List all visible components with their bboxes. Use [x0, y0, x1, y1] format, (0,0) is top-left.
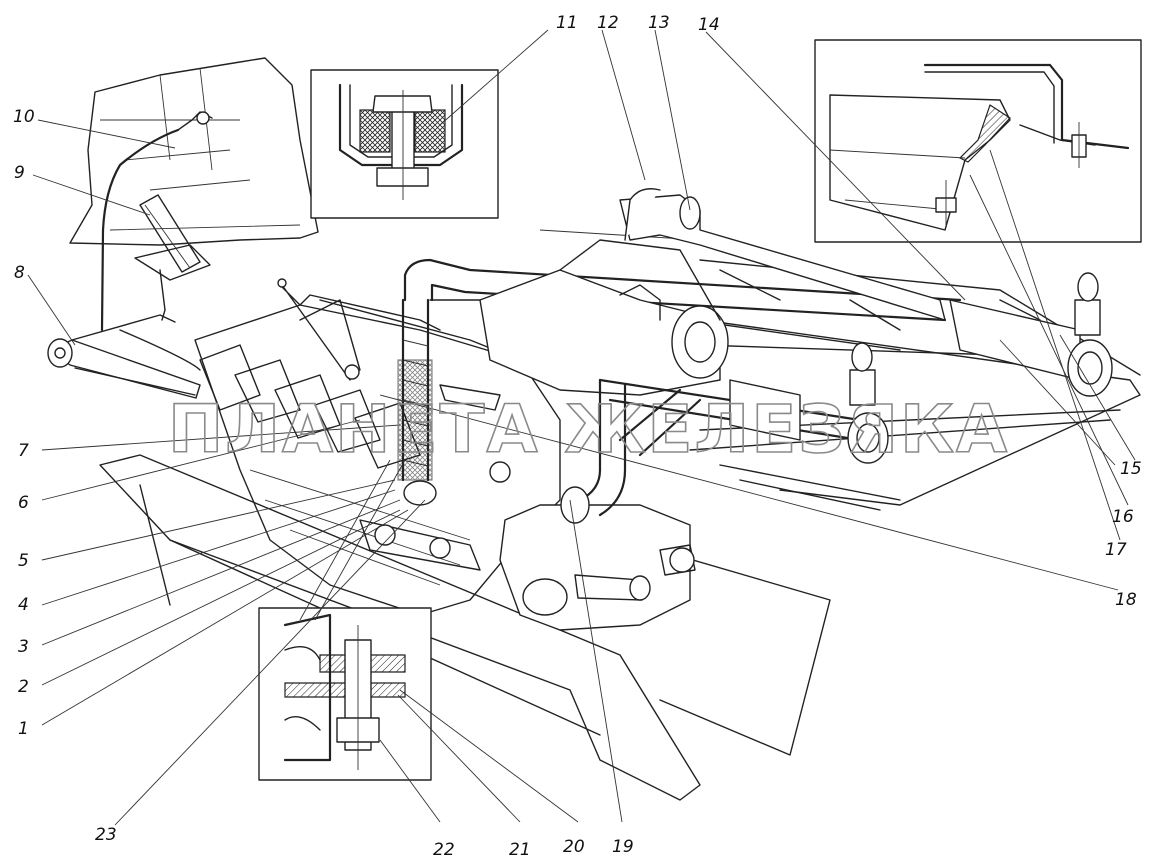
callout-6: 6 [18, 493, 29, 513]
callout-12: 12 [597, 13, 619, 33]
callout-19: 19 [612, 837, 634, 857]
callout-10: 10 [13, 107, 35, 127]
throttle-lever-rod [47, 314, 201, 399]
callout-23: 23 [95, 825, 117, 845]
callout-14: 14 [698, 15, 720, 35]
callout-13: 13 [648, 13, 670, 33]
leader-lines [27, 29, 1136, 826]
callout-4: 4 [18, 595, 29, 615]
callout-9: 9 [14, 163, 25, 183]
gearbox [499, 504, 696, 631]
callout-11: 11 [556, 13, 578, 33]
cab-floor-panel [69, 57, 319, 246]
callout-1: 1 [18, 719, 29, 739]
callout-3: 3 [18, 637, 29, 657]
detail-inset-bolt-joint [258, 607, 432, 781]
watermark-text: ПЛАНЕТА ЖЕЛЕЗЯКА [168, 391, 1009, 468]
callout-15: 15 [1120, 459, 1142, 479]
callout-20: 20 [563, 837, 585, 857]
callout-7: 7 [18, 441, 29, 461]
callout-labels: 11 12 13 14 10 9 8 7 6 5 4 3 2 1 23 15 1… [13, 13, 1142, 860]
callout-17: 17 [1105, 540, 1127, 560]
accelerator-pedal-assembly [100, 111, 213, 371]
engine-block [194, 278, 561, 616]
detail-inset-bracket [814, 39, 1142, 243]
exhaust-piping [397, 188, 1113, 524]
callout-5: 5 [18, 551, 29, 571]
callout-21: 21 [509, 840, 531, 860]
detail-inset-bushing [310, 69, 499, 219]
callout-2: 2 [18, 677, 29, 697]
callout-18: 18 [1115, 590, 1137, 610]
callout-8: 8 [14, 263, 25, 283]
callout-16: 16 [1112, 507, 1134, 527]
callout-22: 22 [433, 840, 455, 860]
